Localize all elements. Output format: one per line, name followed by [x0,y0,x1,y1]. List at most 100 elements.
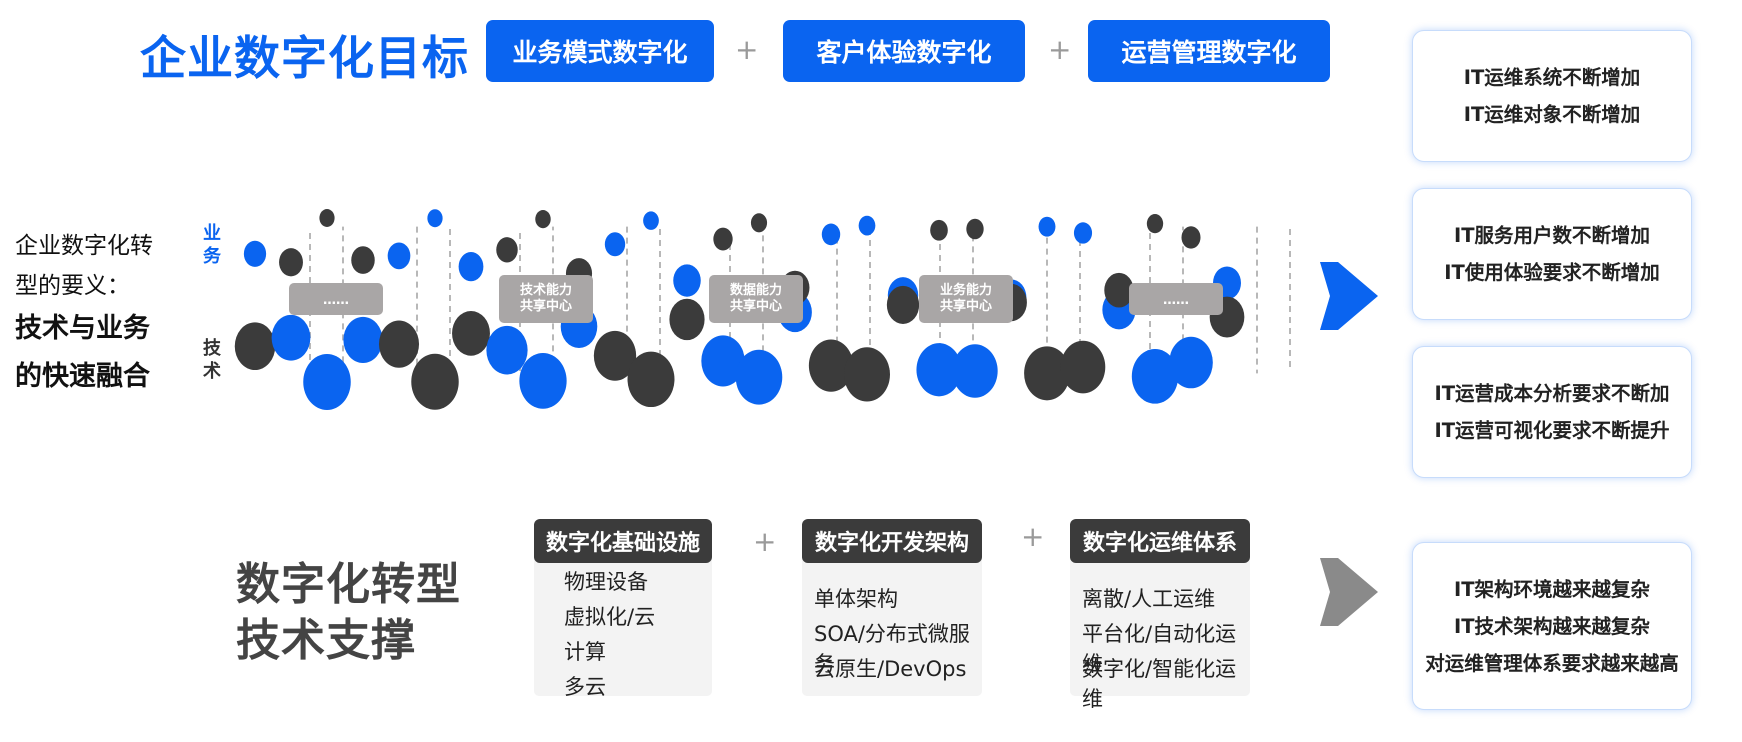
helix-dot-tech [411,353,459,410]
pillar-item: SOA/分布式微服务 [814,622,970,676]
helix-dot-business [952,344,998,398]
pillar-item: 数字化/智能化运维 [1082,657,1237,711]
helix-dot-business [243,240,267,267]
goal-customer-experience: 客户体验数字化 [783,20,1025,82]
meaning-bold-2: 的快速融合 [15,361,150,392]
pillar-item: 离散/人工运维 [1082,587,1216,611]
helix-dot-tech [452,311,490,356]
helix-label-box [919,275,1013,323]
helix-dot-tech [351,246,375,274]
helix-label-text: 共享中心 [730,298,782,314]
helix-dot-business [486,325,528,375]
helix-dot-tech [593,330,637,381]
strand-label-tech: 技 术 [201,337,223,383]
pillar-item: 计算 [564,640,606,664]
helix-dot-business [701,335,745,387]
helix-label-text: 数据能力 [730,282,782,298]
helix-label-text: …… [1163,293,1189,308]
impact-text: IT运营可视化要求不断提升 [1434,419,1670,442]
helix-dot-business [604,232,626,257]
impact-box-1: IT运维系统不断增加 IT运维对象不断增加 [1412,30,1692,162]
helix-dot-tech [234,322,276,371]
helix-dot-business [1073,222,1093,244]
pillar-item: 单体架构 [814,587,898,611]
helix-dot-tech [319,209,335,227]
helix-dot-tech [930,219,948,241]
helix-dot-business [427,209,443,228]
impact-text: IT运维对象不断增加 [1463,103,1641,126]
helix-dot-business [387,242,411,270]
helix-label-box [499,275,593,323]
impact-text: IT使用体验要求不断增加 [1444,261,1660,284]
impact-text: IT服务用户数不断增加 [1453,224,1651,247]
helix-dot-business [1038,216,1056,237]
top-title: 企业数字化目标 [140,31,469,85]
helix-dot-business [1131,348,1179,404]
helix-dot-business [821,223,841,246]
pillar-item: 多云 [564,675,606,699]
impact-text: IT运营成本分析要求不断加 [1434,382,1670,405]
strand-label-char: 务 [203,246,221,267]
goal-business-model: 业务模式数字化 [486,20,714,82]
helix-dot-business [519,353,567,409]
meaning-bold-1: 技术与业务 [15,313,150,344]
strand-label-char: 术 [203,361,221,382]
impact-box-4: IT架构环境越来越复杂 IT技术架构越来越复杂 对运维管理体系要求越来越高 [1412,542,1692,710]
helix-dot-tech [808,339,854,392]
bottom-title-line-1: 数字化转型 [236,559,461,610]
helix-dot-business [303,353,351,410]
pillar-item: 云原生/DevOps [814,657,967,681]
pillar-item: 物理设备 [564,570,648,594]
helix-dot-tech [1024,346,1070,401]
helix-label-text: 共享中心 [520,298,572,314]
impact-box-2: IT服务用户数不断增加 IT使用体验要求不断增加 [1412,188,1692,320]
impact-text: 对运维管理体系要求越来越高 [1425,651,1679,675]
helix-dot-tech [1060,340,1106,394]
helix-label-text: 业务能力 [940,282,992,298]
helix-dot-business [916,343,962,397]
helix-labels: ……技术能力共享中心数据能力共享中心业务能力共享中心…… [289,275,1223,323]
bottom-title-line-2: 技术支撑 [236,615,416,666]
plus-sign: + [735,33,759,66]
helix-dot-tech [535,210,551,229]
arrow-right-blue-icon [1320,262,1378,330]
helix-dot-tech [713,227,733,251]
helix-label-box [1129,283,1223,315]
helix-dot-tech [750,213,768,233]
helix-dot-business [643,211,659,230]
helix-label-text: 技术能力 [520,282,572,298]
helix-dot-tech [279,248,303,277]
strand-label-char: 技 [203,338,221,359]
helix-dot-tech [886,285,920,324]
meaning-line-2: 型的要义： [15,273,130,299]
impact-box-3: IT运营成本分析要求不断加 IT运营可视化要求不断提升 [1412,346,1692,478]
helix-dot-tech [669,298,705,341]
helix-dot-tech [843,347,891,402]
impact-text: IT架构环境越来越复杂 [1453,577,1651,601]
helix-dot-tech [496,237,518,263]
helix-dot-business [343,316,383,364]
plus-sign: + [1048,33,1072,66]
plus-sign: + [1021,520,1045,553]
helix-dot-tech [378,320,420,368]
helix-dot-business [1169,336,1213,389]
pillar-item: 虚拟化/云 [564,605,656,629]
pillar-panel-dev-architecture: 单体架构 SOA/分布式微服务 云原生/DevOps [802,550,982,696]
helix-dot-tech [627,351,675,408]
helix-dot-tech [1181,226,1201,249]
helix-dot-business [458,252,484,282]
plus-sign: + [753,525,777,558]
helix-label-text: …… [323,293,349,308]
helix-dot-business [858,215,876,236]
arrow-right-grey-icon [1320,558,1378,626]
helix-label-box [289,283,383,315]
helix-dot-business [735,349,783,405]
helix-dot-tech [1146,214,1164,234]
helix-dot-tech [966,218,984,240]
pillar-title-infrastructure: 数字化基础设施 [534,519,712,563]
pillar-title-dev-architecture: 数字化开发架构 [802,519,982,563]
helix-dot-business [673,264,701,297]
helix-dot-business [271,314,311,361]
pillar-title-ops-system: 数字化运维体系 [1070,519,1250,563]
meaning-line-1: 企业数字化转 [15,233,153,259]
